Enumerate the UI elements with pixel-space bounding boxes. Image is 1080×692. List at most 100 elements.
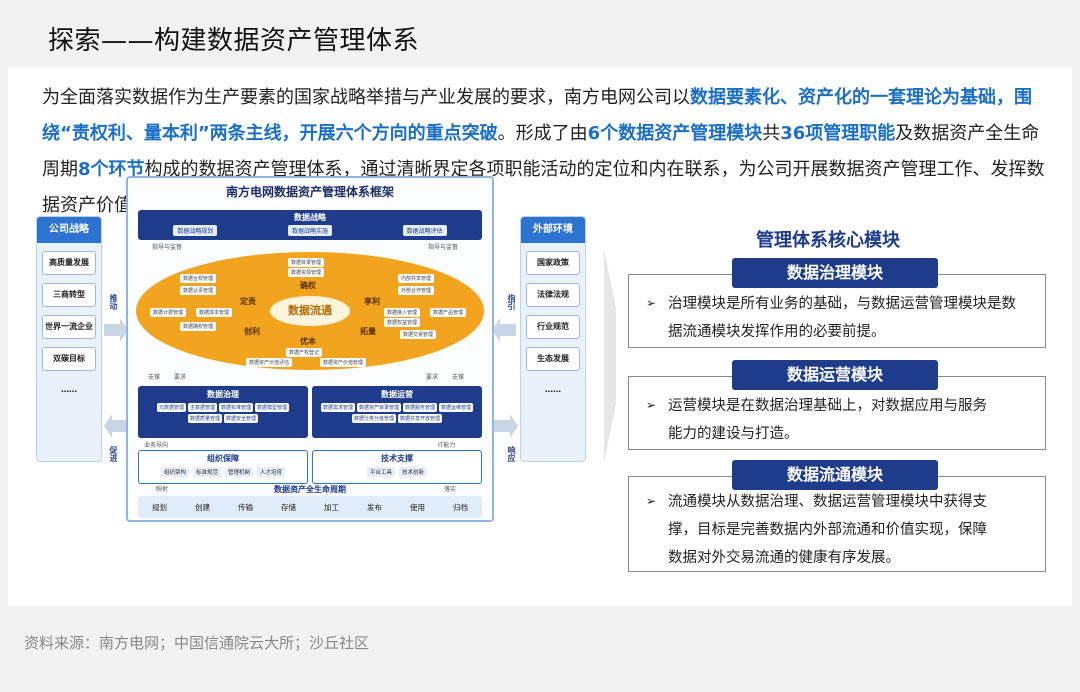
module-chip: 数据运维管理 (439, 403, 474, 412)
env-item: 国家政策 (526, 251, 580, 275)
ellipse-word: 确权 (300, 281, 316, 290)
data-strategy-bar: 数据战略 数据战略规划 数据战略实施 数据战略评估 (138, 210, 482, 240)
support-label: 支撑 (452, 374, 465, 381)
ellipse-mini: 数据目录管理 (288, 258, 325, 267)
module-line: 数据对外交易流通的健康有序发展。 (668, 550, 900, 566)
module-chip: 数据安全管理 (224, 414, 259, 423)
support-label: 支撑 (148, 374, 161, 381)
ellipse-word: 优本 (300, 337, 316, 346)
company-strategy-column: 公司战略 高质量发展 三商转型 世界一流企业 双碳目标 …… (36, 216, 102, 462)
external-env-column: 外部环境 国家政策 法律法规 行业规范 生态发展 …… (520, 216, 586, 462)
module-chip: 数据需求管理 (320, 403, 355, 412)
strategy-chip: 数据战略评估 (402, 225, 447, 236)
module-description: 流通模块从数据治理、数据运营管理模块中获得支 撑，目标是完善数据内外部流通和价值… (668, 488, 987, 572)
ellipse-mini: 外部合作管理 (398, 286, 435, 295)
data-circulation-ellipse: 数据流通 确权 定责 享利 创利 拓量 优本 数据目录管理 数据资源管理 数据合… (136, 252, 484, 370)
ellipse-mini: 数据产品管理 (430, 308, 467, 317)
strategy-item: 高质量发展 (42, 251, 96, 275)
arrow-label: 指引 (507, 294, 516, 310)
support-label: 要求 (174, 374, 187, 381)
ellipse-mini: 数据认责管理 (180, 286, 217, 295)
ellipse-word: 享利 (364, 297, 380, 306)
module-title: 数据运营 (381, 390, 413, 399)
module-line: 据流通模块发挥作用的必要前提。 (668, 324, 886, 340)
module-label: 数据流通模块 (732, 460, 938, 490)
module-title: 数据治理 (207, 390, 239, 399)
strategy-item: 双碳目标 (42, 347, 96, 371)
module-description: 治理模块是所有业务的基础，与数据运营管理模块是数 据流通模块发挥作用的必要前提。 (668, 290, 1016, 346)
ellipse-mini: 数据接入管理 (384, 308, 421, 317)
arrow-right-icon (494, 414, 518, 438)
lifecycle-title: 数据资产全生命周期 (274, 485, 346, 494)
env-item: 行业规范 (526, 315, 580, 339)
lifecycle-stage: 归档 (453, 502, 468, 512)
strategy-item: …… (61, 385, 77, 394)
ellipse-mini: 数据资产价值评估 (246, 358, 293, 367)
strategy-title: 数据战略 (294, 213, 326, 222)
ellipse-mini: 数据产权登记 (286, 348, 323, 357)
module-line: 撑，目标是完善数据内外部流通和价值实现，保障 (668, 522, 987, 538)
support-label: 要求 (426, 374, 439, 381)
column-header: 外部环境 (521, 217, 585, 243)
ellipse-mini: 数据计费管理 (150, 308, 187, 317)
ellipse-center: 数据流通 (270, 296, 350, 326)
framework-arrows (104, 250, 616, 462)
lifecycle-stage: 加工 (324, 502, 339, 512)
it-tag: IT能力 (438, 442, 456, 449)
org-support-box: 组织保障 组织架构 标准规范 管理机制 人才培育 (138, 450, 308, 484)
support-title: 组织保障 (207, 454, 239, 463)
module-label: 数据运营模块 (732, 360, 938, 390)
strategy-item: 世界一流企业 (42, 315, 96, 339)
intro-text: 为全面落实数据作为生产要素的国家战略举措与产业发展的要求，南方电网公司以 (42, 87, 690, 108)
bullet-icon: ➢ (646, 296, 657, 310)
strategy-item: 三商转型 (42, 283, 96, 307)
module-chip: 数据资产目录管理 (356, 403, 401, 412)
pointer-triangle-icon (604, 250, 616, 462)
core-modules-title: 管理体系核心模块 (756, 230, 900, 251)
ellipse-mini: 内部共享管理 (398, 274, 435, 283)
intro-highlight: 8个环节 (78, 159, 145, 180)
ellipse-mini: 数据权益管理 (384, 318, 421, 327)
module-line: 治理模块是所有业务的基础，与数据运营管理模块是数 (668, 296, 1016, 312)
module-chip: 数据分类分级管理 (351, 414, 396, 423)
ellipse-mini: 数据交易管理 (400, 330, 437, 339)
intro-highlight: 6个数据资产管理模块 (587, 123, 763, 144)
module-line: 能力的建设与打造。 (668, 426, 799, 442)
module-chip: 数据标准管理 (219, 403, 254, 412)
strategy-chip: 数据战略实施 (287, 225, 332, 236)
support-chip: 组织架构 (160, 467, 189, 477)
data-operation-module: 数据运营 数据需求管理 数据资产目录管理 数据服务管理 数据运维管理 数据分类分… (312, 386, 482, 438)
land-tag: 落实 (444, 486, 457, 493)
support-title: 技术支撑 (381, 454, 413, 463)
biz-tag: 业务导向 (144, 442, 169, 449)
lifecycle-stage: 创建 (195, 502, 210, 512)
support-chip: 平台工具 (366, 467, 395, 477)
intro-highlight: 36项管理职能 (780, 123, 896, 144)
lifecycle-stage: 传输 (238, 502, 253, 512)
intro-text: 及数据资产全生命周期 (42, 123, 1040, 180)
module-card-circulation (628, 476, 1046, 572)
arrow-right-icon (104, 318, 128, 342)
lifecycle-stage: 存储 (281, 502, 296, 512)
page-title: 探索——构建数据资产管理体系 (48, 26, 420, 56)
env-item: 法律法规 (526, 283, 580, 307)
framework-title: 南方电网数据资产管理体系框架 (225, 185, 394, 199)
bullet-icon: ➢ (646, 494, 657, 508)
ellipse-word: 拓量 (360, 327, 376, 336)
strategy-chip: 数据战略规划 (173, 225, 218, 236)
guide-label: 指导与监督 (428, 244, 459, 251)
module-chip: 数据质量管理 (187, 414, 222, 423)
module-chip: 数据共享开放管理 (398, 414, 443, 423)
ellipse-mini: 数据合规管理 (180, 274, 217, 283)
module-line: 流通模块从数据治理、数据运营管理模块中获得支 (668, 494, 987, 510)
module-chip: 数据模型管理 (255, 403, 290, 412)
lifecycle-bar: 数据资产全生命周期 规划 创建 传输 存储 加工 发布 使用 归档 (138, 485, 482, 518)
env-item: …… (545, 385, 561, 394)
ellipse-mini: 数据资产价值管理 (320, 358, 367, 367)
framework-diagram: 公司战略 高质量发展 三商转型 世界一流企业 双碳目标 …… 推动 促进 外部环… (36, 176, 616, 528)
module-chip: 数据服务管理 (403, 403, 438, 412)
arrow-label: 响应 (507, 446, 516, 462)
module-description: 运营模块是在数据治理基础上，对数据应用与服务 能力的建设与打造。 (668, 392, 987, 448)
lifecycle-stage: 使用 (410, 502, 425, 512)
module-label: 数据治理模块 (732, 258, 938, 288)
